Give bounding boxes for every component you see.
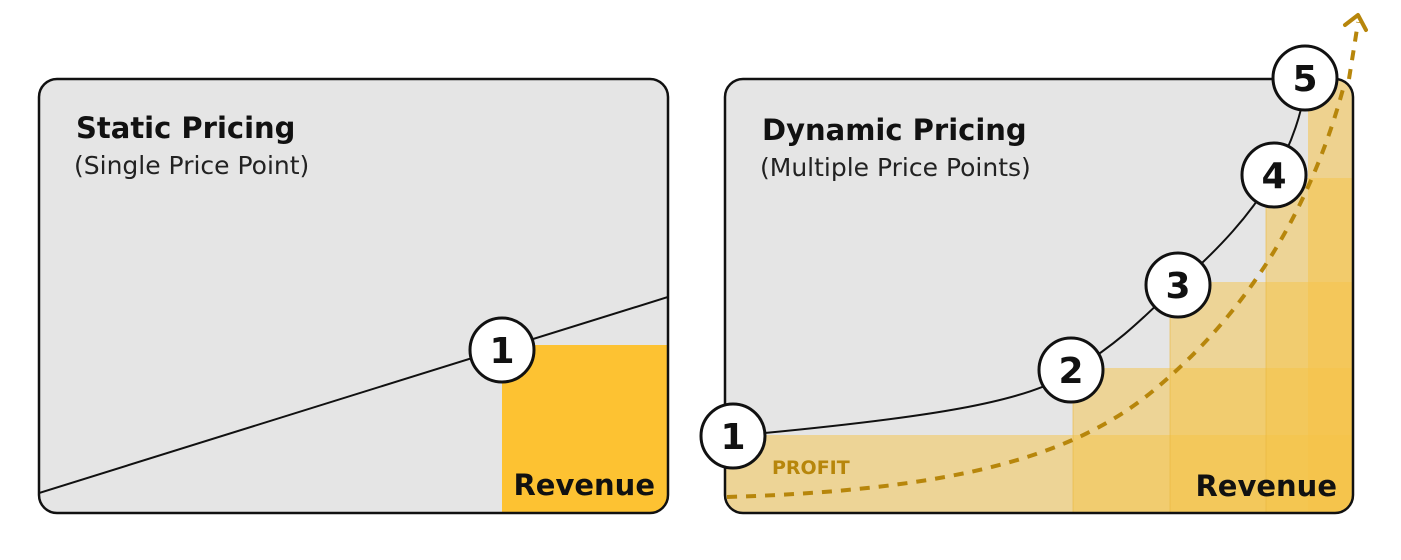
dynamic-price-point-marker-4: 4 bbox=[1240, 141, 1308, 209]
static-panel-border bbox=[37, 77, 670, 515]
dynamic-panel-title: Dynamic Pricing bbox=[762, 113, 1027, 147]
dynamic-panel-subtitle: (Multiple Price Points) bbox=[760, 153, 1031, 182]
dynamic-price-point-marker-2: 2 bbox=[1037, 336, 1105, 404]
dynamic-price-point-label: 2 bbox=[1058, 351, 1083, 392]
dynamic-price-point-marker-1: 1 bbox=[699, 402, 767, 470]
dynamic-price-point-marker-5: 5 bbox=[1271, 44, 1339, 112]
static-pricing-panel: Static Pricing (Single Price Point) Reve… bbox=[37, 77, 670, 515]
profit-arrow-path bbox=[726, 79, 1353, 499]
dynamic-revenue-steps bbox=[725, 79, 1353, 513]
static-panel-title: Static Pricing bbox=[76, 111, 295, 145]
dynamic-price-point-marker-3: 3 bbox=[1144, 251, 1212, 319]
dashed-arrow-up-right-icon bbox=[1343, 13, 1368, 32]
revenue-step-5 bbox=[1308, 79, 1353, 513]
static-demand-line bbox=[39, 296, 668, 494]
dynamic-price-point-label: 3 bbox=[1165, 266, 1190, 307]
static-price-point-marker: 1 bbox=[468, 316, 536, 384]
static-revenue-label: Revenue bbox=[513, 468, 655, 502]
dynamic-panel-border bbox=[723, 77, 1355, 515]
dynamic-revenue-label: Revenue bbox=[1195, 469, 1337, 503]
dynamic-pricing-panel: Dynamic Pricing (Multiple Price Points) … bbox=[699, 13, 1368, 515]
profit-label: PROFIT bbox=[772, 457, 850, 479]
dynamic-price-point-label: 4 bbox=[1261, 156, 1286, 197]
static-revenue-area bbox=[502, 345, 668, 513]
dynamic-price-point-label: 1 bbox=[720, 417, 745, 458]
static-price-point-label: 1 bbox=[489, 331, 514, 372]
profit-arrow-overflow bbox=[1347, 21, 1360, 80]
dynamic-price-point-label: 5 bbox=[1292, 59, 1317, 100]
static-panel-subtitle: (Single Price Point) bbox=[74, 151, 309, 180]
